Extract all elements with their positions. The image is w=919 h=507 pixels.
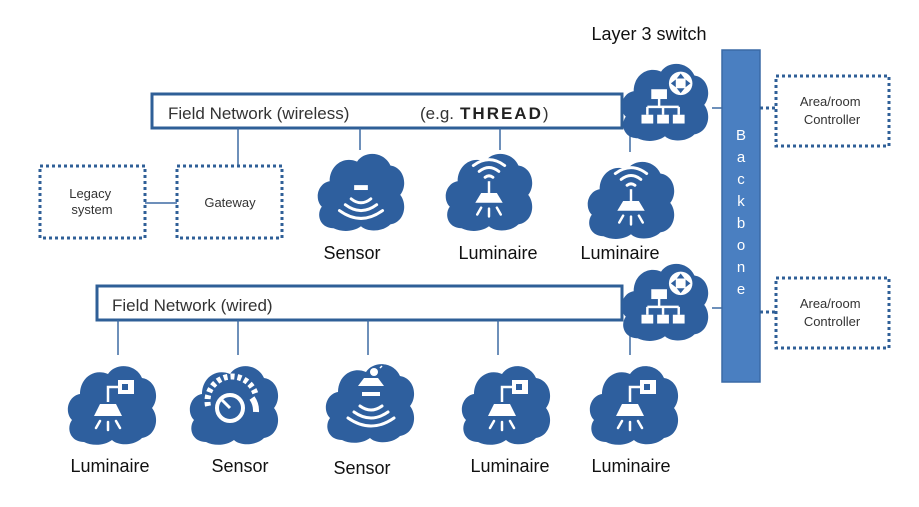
backbone-letter: b	[737, 215, 745, 232]
controller-box-bottom	[774, 276, 891, 350]
gateway-label: Gateway	[204, 195, 256, 210]
wired-luminaire-icon	[462, 366, 550, 445]
thread-example-label: (e.g.THREAD)	[420, 104, 549, 123]
field-network-wireless-bar	[150, 92, 624, 130]
wireless-device-label-1: Luminaire	[458, 243, 537, 263]
controller-connectors	[760, 106, 776, 314]
connection-lines	[117, 107, 722, 355]
field-network-wireless-label: Field Network (wireless)	[168, 104, 349, 123]
wired-luminaire-icon	[68, 366, 156, 445]
wired-device-label-0: Luminaire	[70, 456, 149, 476]
backbone-letter: B	[736, 127, 746, 144]
wireless-device-label-0: Sensor	[323, 243, 380, 263]
controller-label-bottom: Area/room Controller	[800, 296, 864, 329]
wired-device-label-1: Sensor	[211, 456, 268, 476]
field-network-wired-label: Field Network (wired)	[112, 296, 273, 315]
gateway-box	[175, 164, 284, 240]
layer3-switch-top-icon	[622, 64, 708, 141]
layer3-switch-bottom-icon	[622, 264, 708, 341]
controller-label-top: Area/room Controller	[800, 94, 864, 127]
controller-box-top	[774, 74, 891, 148]
wired-luminaire-icon	[590, 366, 678, 445]
wired-device-label-2: Sensor	[333, 458, 390, 478]
legacy-system-label: Legacy system	[69, 186, 115, 217]
legacy-system-box	[38, 164, 147, 240]
light-sensor-icon	[326, 362, 414, 443]
backbone-letter: n	[737, 259, 745, 276]
backbone-letter: a	[737, 149, 746, 166]
wifi-sensor-icon	[318, 154, 404, 231]
field-network-wired-bar	[95, 284, 624, 322]
wireless-luminaire-icon	[446, 154, 532, 231]
wired-device-label-4: Luminaire	[591, 456, 670, 476]
backbone-bar	[721, 49, 761, 383]
dial-sensor-icon	[190, 366, 278, 445]
wireless-luminaire-icon	[588, 162, 674, 239]
backbone-letter: o	[737, 237, 745, 254]
layer3-switch-label: Layer 3 switch	[591, 24, 706, 44]
backbone-letter: c	[737, 171, 745, 188]
backbone-letter: k	[737, 193, 745, 210]
wireless-device-label-2: Luminaire	[580, 243, 659, 263]
wired-device-label-3: Luminaire	[470, 456, 549, 476]
backbone-letter: e	[737, 281, 745, 298]
